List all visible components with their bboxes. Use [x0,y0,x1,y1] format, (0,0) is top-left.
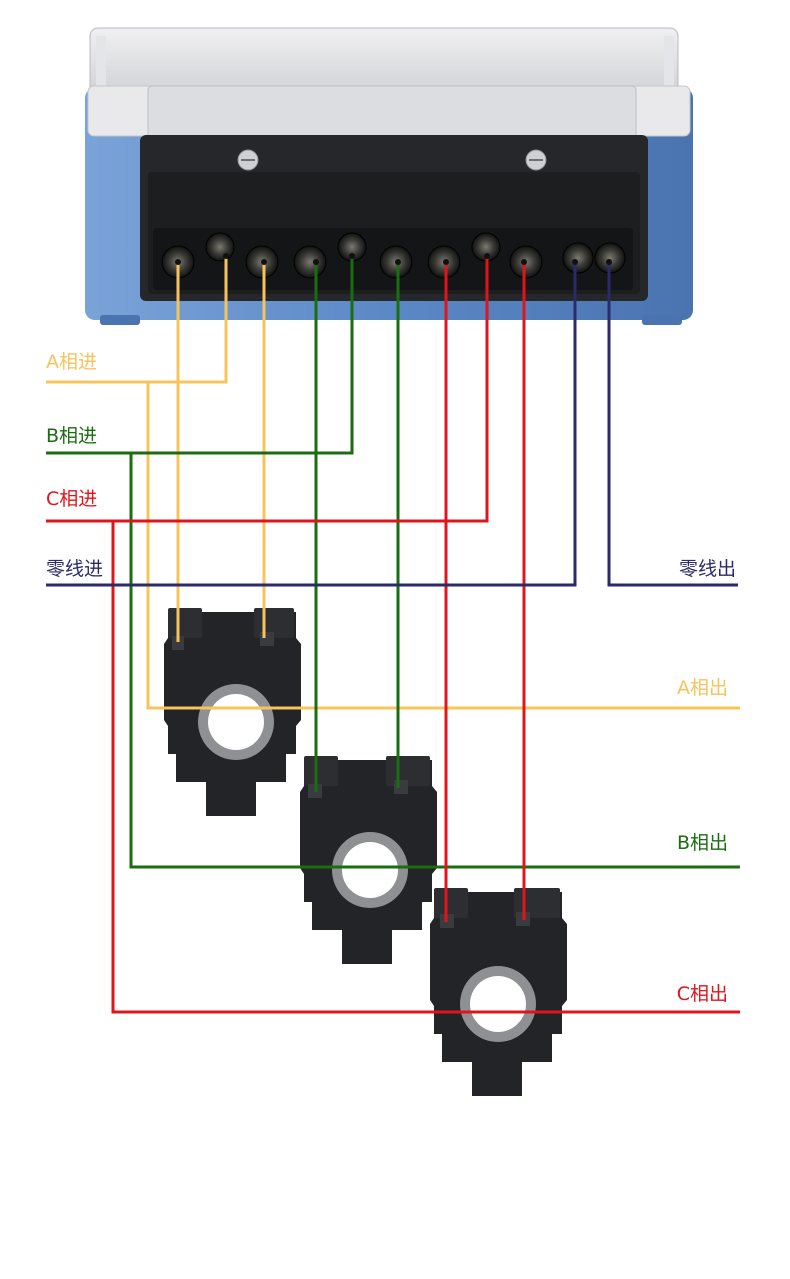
label-n-out: 零线出 [678,558,736,580]
energy-meter-icon [85,27,693,325]
label-b-out: B相出 [676,832,728,854]
label-c-in: C相进 [46,488,98,510]
label-c-out: C相出 [676,983,728,1005]
terminal-screw-icon [205,232,235,262]
wire-n-in [46,262,577,587]
current-transformer-icon [300,756,437,964]
wire-b-out [129,453,740,869]
label-n-in: 零线进 [46,558,104,580]
wire-a-out [146,382,740,710]
wire-n-out [607,262,738,587]
terminal-screw-icon [293,245,327,279]
label-b-in: B相进 [46,425,98,447]
wire-b-in [46,256,354,455]
wire-a-in [46,256,228,384]
wire-c-in [46,256,489,523]
current-transformer-icon [430,888,567,1096]
label-a-in: A相进 [46,351,97,373]
label-a-out: A相出 [677,677,728,699]
terminal-screw-icon [562,242,594,274]
wire-c-out [111,521,740,1014]
current-transformer-icon [164,608,301,816]
